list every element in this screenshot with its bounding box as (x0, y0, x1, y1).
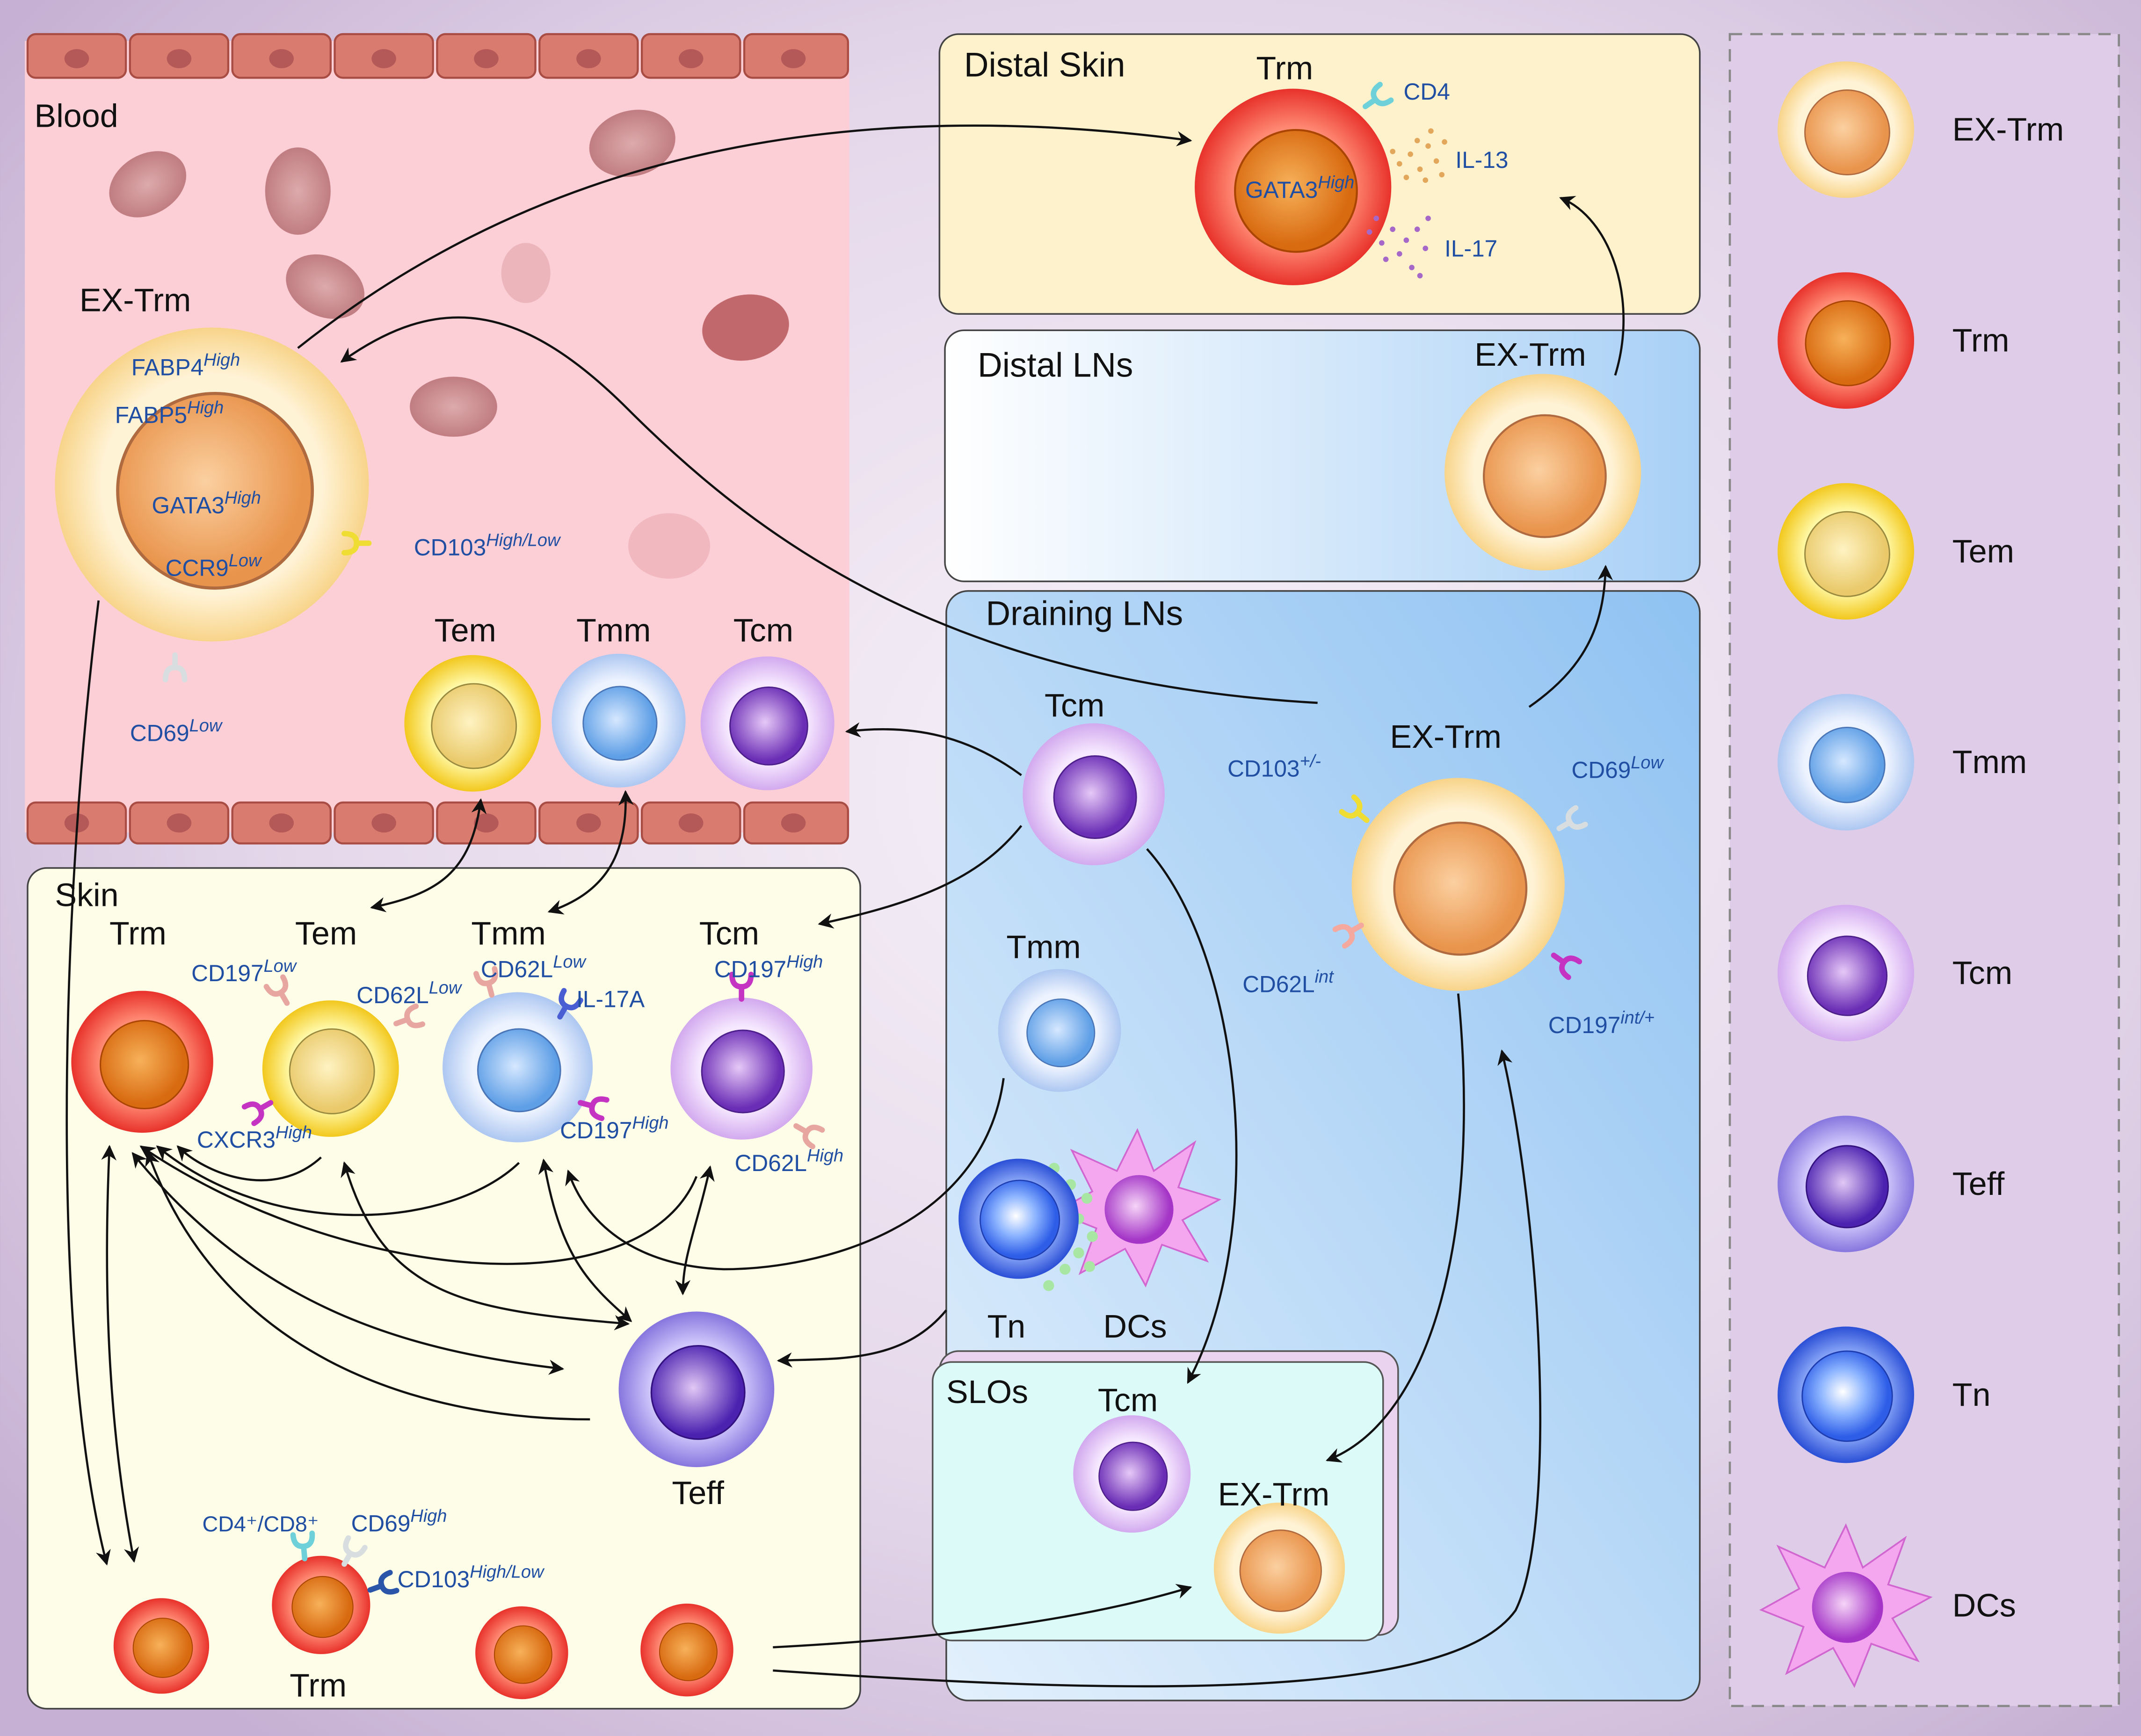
marker-il13: IL-13 (1455, 147, 1508, 173)
skin-tmm-label: Tmm (471, 915, 545, 951)
marker-fabp4: FABP4High (131, 350, 240, 380)
draining-extrm-label: EX-Trm (1390, 718, 1502, 755)
marker-il17: IL-17 (1444, 236, 1497, 262)
legend-item-tcm: Tcm (1777, 904, 2012, 1042)
marker-il17a-tmm: IL-17A (576, 986, 645, 1013)
endothelium-top (26, 33, 849, 79)
draining-tmm-label: Tmm (1006, 929, 1081, 965)
skin-teff-label: Teff (672, 1475, 724, 1511)
marker-cd197-tem: CD197Low (191, 956, 298, 986)
marker-cd62l-tmm: CD62LLow (481, 952, 587, 982)
draining-tn-label: Tn (987, 1308, 1025, 1345)
marker-cd4-distal: CD4 (1404, 79, 1450, 105)
legend-item-trm: Trm (1777, 271, 2010, 410)
marker-cd103-trm: CD103High/Low (398, 1562, 545, 1592)
legend-label-tmm: Tmm (1952, 744, 2027, 780)
legend-label-tn: Tn (1952, 1376, 1991, 1413)
marker-cd62l-drain: CD62Lint (1242, 967, 1334, 997)
marker-cd69-trm: CD69High (351, 1506, 447, 1536)
blood-tem-cell (403, 654, 542, 793)
il17-dots (1366, 216, 1431, 279)
legend-label-dc: DCs (1952, 1587, 2016, 1624)
draining-tcm-cell (1022, 723, 1166, 866)
skin-title: Skin (55, 877, 118, 913)
skin-trm-label: Trm (109, 915, 167, 951)
marker-gata3-distal: GATA3High (1245, 173, 1354, 203)
distal-skin-trm-label: Trm (1256, 50, 1313, 86)
legend-icon-tmm (1777, 693, 1915, 832)
legend-item-dc: DCs (1761, 1525, 2016, 1686)
legend-item-tn: Tn (1777, 1326, 1991, 1464)
marker-gata3-blood: GATA3High (152, 488, 261, 518)
slo-extrm-cell (1213, 1502, 1346, 1635)
legend-label-trm: Trm (1952, 322, 2010, 358)
legend-icon-tem (1777, 482, 1915, 621)
legend-label-tcm: Tcm (1952, 955, 2012, 991)
blood-tmm-cell (551, 653, 686, 788)
legend-item-extrm: EX-Trm (1777, 60, 2064, 199)
marker-fabp5: FABP5High (115, 398, 224, 428)
blood-tmm-label: Tmm (576, 612, 651, 649)
legend-icon-trm (1777, 271, 1915, 410)
blood-title: Blood (35, 97, 118, 134)
distal-lns-title: Distal LNs (978, 346, 1133, 384)
skin-tcm-label: Tcm (699, 915, 759, 951)
slo-extrm-label: EX-Trm (1218, 1476, 1330, 1512)
distal-ln-extrm-cell (1444, 374, 1641, 571)
legend-item-teff: Teff (1777, 1115, 2005, 1253)
marker-cd197-tmm: CD197High (560, 1113, 668, 1143)
red-blood-cells (109, 109, 789, 579)
marker-cd197-drain: CD197int/+ (1548, 1008, 1655, 1038)
marker-cd62l-tem: CD62LLow (356, 978, 463, 1008)
endothelium-bottom (26, 801, 849, 845)
marker-cd103-drain: CD103+/- (1227, 752, 1321, 781)
legend-label-tem: Tem (1952, 533, 2014, 569)
marker-cxcr3-tem: CXCR3High (197, 1123, 312, 1153)
skin-trm-bottom-label: Trm (290, 1667, 347, 1703)
distal-skin-title: Distal Skin (964, 46, 1125, 84)
blood-tcm-cell (700, 656, 835, 791)
draining-lns-title: Draining LNs (986, 595, 1183, 633)
marker-cd197-tcm: CD197High (714, 952, 823, 982)
blood-tcm-label: Tcm (733, 612, 793, 649)
skin-trm-cell (70, 990, 214, 1134)
draining-dcs-label: DCs (1103, 1308, 1167, 1345)
distal-skin-trm-cell (1195, 85, 1447, 285)
blood-tem-label: Tem (435, 612, 496, 649)
legend-label-extrm: EX-Trm (1952, 111, 2064, 148)
marker-cd4cd8-trm: CD4⁺/CD8⁺ (203, 1512, 319, 1536)
marker-cd62l-tcm: CD62LHigh (735, 1146, 843, 1176)
marker-cd103-blood: CD103High/Low (414, 530, 561, 560)
legend-icon-teff (1777, 1115, 1915, 1253)
slo-tcm-cell (1073, 1414, 1191, 1533)
legend-icon-extrm (1777, 60, 1915, 199)
legend-label-teff: Teff (1952, 1165, 2005, 1202)
il13-dots (1390, 128, 1447, 183)
blood-extrm-label: EX-Trm (80, 282, 191, 318)
arrows (65, 124, 1625, 1688)
distal-ln-extrm-label: EX-Trm (1474, 336, 1586, 373)
markers: FABP4High FABP5High GATA3High CCR9Low CD… (115, 79, 1665, 1592)
marker-cd69-blood: CD69Low (130, 716, 223, 746)
legend-icon-tcm (1777, 904, 1915, 1042)
skin-tem-label: Tem (295, 915, 357, 951)
draining-tn-cell (958, 1158, 1080, 1280)
legend-item-tmm: Tmm (1777, 693, 2027, 832)
draining-tcm-label: Tcm (1045, 687, 1104, 723)
marker-cd69-drain: CD69Low (1571, 753, 1664, 783)
legend-item-tem: Tem (1777, 482, 2014, 621)
skin-teff-cell (617, 1310, 775, 1468)
slos-title: SLOs (946, 1374, 1028, 1410)
legend-icon-tn (1777, 1326, 1915, 1464)
marker-ccr9: CCR9Low (166, 551, 262, 581)
draining-tmm-cell (997, 968, 1122, 1092)
slo-tcm-label: Tcm (1098, 1382, 1158, 1418)
